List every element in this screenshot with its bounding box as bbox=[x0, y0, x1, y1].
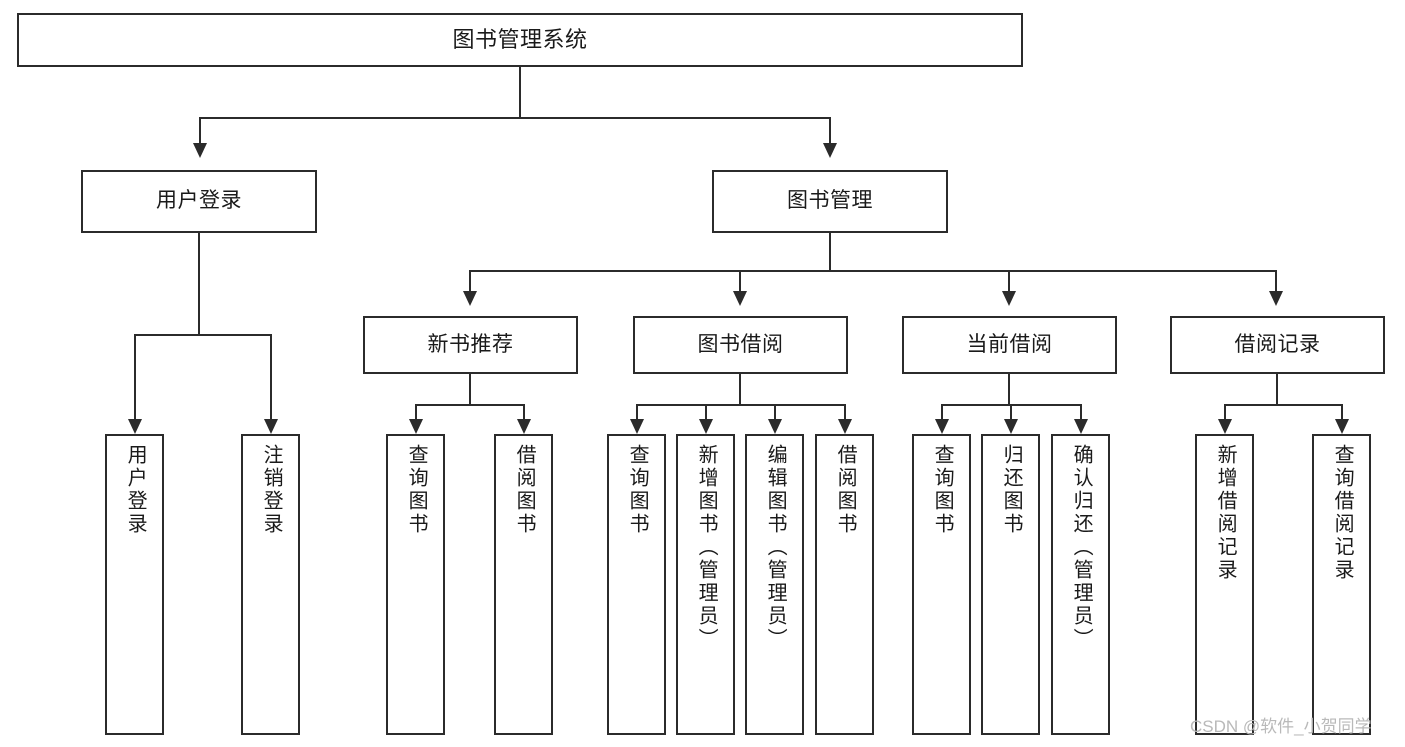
node-leaf-query-book-3-label: 查询图书 bbox=[931, 444, 954, 536]
arrow-to-leaf-return-book bbox=[1004, 419, 1018, 434]
edge-bb-drop-2 bbox=[705, 404, 707, 420]
arrow-to-leaf-borrow-book-1 bbox=[517, 419, 531, 434]
node-user-login[interactable]: 用户登录 bbox=[81, 170, 317, 233]
node-user-login-label: 用户登录 bbox=[156, 189, 242, 213]
node-leaf-query-book-1-label: 查询图书 bbox=[405, 444, 428, 536]
arrow-to-leaf-logout bbox=[264, 419, 278, 434]
edge-root-drop-left bbox=[199, 117, 201, 145]
arrow-to-leaf-add-book bbox=[699, 419, 713, 434]
edge-user-login-bar bbox=[134, 334, 271, 336]
node-leaf-borrow-book-1[interactable]: 借阅图书 bbox=[494, 434, 553, 735]
edge-user-login-stem bbox=[198, 233, 200, 335]
node-leaf-edit-book[interactable]: 编辑图书（管理员） bbox=[745, 434, 804, 735]
node-leaf-borrow-book-1-label: 借阅图书 bbox=[513, 444, 536, 536]
edge-br-drop-1 bbox=[1224, 404, 1226, 420]
edge-root-drop-right bbox=[829, 117, 831, 145]
arrow-to-leaf-borrow-book-2 bbox=[838, 419, 852, 434]
edge-cb-stem bbox=[1008, 374, 1010, 406]
node-leaf-borrow-book-2-label: 借阅图书 bbox=[834, 444, 857, 536]
arrow-to-leaf-edit-book bbox=[768, 419, 782, 434]
node-leaf-query-book-2-label: 查询图书 bbox=[626, 444, 649, 536]
edge-nbr-bar bbox=[415, 404, 525, 406]
node-new-book-recommend[interactable]: 新书推荐 bbox=[363, 316, 578, 374]
node-leaf-add-book[interactable]: 新增图书（管理员） bbox=[676, 434, 735, 735]
node-leaf-query-book-3[interactable]: 查询图书 bbox=[912, 434, 971, 735]
arrow-to-current-borrow bbox=[1002, 291, 1016, 306]
arrow-to-leaf-query-record bbox=[1335, 419, 1349, 434]
node-leaf-logout-label: 注销登录 bbox=[260, 444, 283, 536]
node-leaf-confirm-return-label: 确认归还（管理员） bbox=[1070, 444, 1093, 651]
arrow-to-book-borrow bbox=[733, 291, 747, 306]
node-leaf-return-book[interactable]: 归还图书 bbox=[981, 434, 1040, 735]
edge-nbr-drop-2 bbox=[523, 404, 525, 420]
node-new-book-recommend-label: 新书推荐 bbox=[427, 332, 514, 356]
edge-cb-drop-2 bbox=[1010, 404, 1012, 420]
arrow-to-leaf-user-login bbox=[128, 419, 142, 434]
edge-nbr-drop-1 bbox=[415, 404, 417, 420]
arrow-to-leaf-query-book-3 bbox=[935, 419, 949, 434]
edge-bm-drop-3 bbox=[1008, 270, 1010, 292]
arrow-to-book-management bbox=[823, 143, 837, 158]
edge-user-login-drop-2 bbox=[270, 334, 272, 420]
edge-user-login-drop-1 bbox=[134, 334, 136, 420]
node-current-borrow-label: 当前借阅 bbox=[966, 332, 1053, 356]
edge-bm-drop-1 bbox=[469, 270, 471, 292]
node-root-label: 图书管理系统 bbox=[452, 27, 588, 53]
edge-cb-drop-1 bbox=[941, 404, 943, 420]
edge-bm-drop-2 bbox=[739, 270, 741, 292]
node-leaf-confirm-return[interactable]: 确认归还（管理员） bbox=[1051, 434, 1110, 735]
arrow-to-leaf-add-record bbox=[1218, 419, 1232, 434]
node-book-management[interactable]: 图书管理 bbox=[712, 170, 948, 233]
edge-nbr-stem bbox=[469, 374, 471, 406]
edge-bb-drop-3 bbox=[774, 404, 776, 420]
edge-br-bar bbox=[1224, 404, 1343, 406]
node-leaf-query-book-1[interactable]: 查询图书 bbox=[386, 434, 445, 735]
node-book-management-label: 图书管理 bbox=[787, 189, 873, 213]
node-borrow-record-label: 借阅记录 bbox=[1234, 332, 1321, 356]
edge-bb-drop-1 bbox=[636, 404, 638, 420]
node-book-borrow[interactable]: 图书借阅 bbox=[633, 316, 848, 374]
arrow-to-user-login bbox=[193, 143, 207, 158]
node-leaf-user-login-label: 用户登录 bbox=[124, 444, 147, 536]
edge-br-stem bbox=[1276, 374, 1278, 406]
node-leaf-borrow-book-2[interactable]: 借阅图书 bbox=[815, 434, 874, 735]
edge-bb-bar bbox=[636, 404, 846, 406]
arrow-to-leaf-query-book-2 bbox=[630, 419, 644, 434]
edge-bb-drop-4 bbox=[844, 404, 846, 420]
edge-root-bar bbox=[199, 117, 831, 119]
node-leaf-logout[interactable]: 注销登录 bbox=[241, 434, 300, 735]
edge-book-management-bar bbox=[469, 270, 1277, 272]
arrow-to-borrow-record bbox=[1269, 291, 1283, 306]
edge-bm-drop-4 bbox=[1275, 270, 1277, 292]
node-leaf-add-record[interactable]: 新增借阅记录 bbox=[1195, 434, 1254, 735]
node-current-borrow[interactable]: 当前借阅 bbox=[902, 316, 1117, 374]
arrow-to-leaf-confirm-return bbox=[1074, 419, 1088, 434]
arrow-to-leaf-query-book-1 bbox=[409, 419, 423, 434]
edge-book-management-stem bbox=[829, 233, 831, 272]
node-leaf-user-login[interactable]: 用户登录 bbox=[105, 434, 164, 735]
node-leaf-return-book-label: 归还图书 bbox=[1000, 444, 1023, 536]
node-leaf-add-record-label: 新增借阅记录 bbox=[1214, 444, 1237, 582]
node-root[interactable]: 图书管理系统 bbox=[17, 13, 1023, 67]
edge-root-stem bbox=[519, 67, 521, 118]
node-leaf-query-record-label: 查询借阅记录 bbox=[1331, 444, 1354, 582]
edge-bb-stem bbox=[739, 374, 741, 406]
node-leaf-query-book-2[interactable]: 查询图书 bbox=[607, 434, 666, 735]
node-book-borrow-label: 图书借阅 bbox=[697, 332, 784, 356]
node-leaf-edit-book-label: 编辑图书（管理员） bbox=[764, 444, 787, 651]
node-leaf-add-book-label: 新增图书（管理员） bbox=[695, 444, 718, 651]
edge-cb-drop-3 bbox=[1080, 404, 1082, 420]
edge-br-drop-2 bbox=[1341, 404, 1343, 420]
arrow-to-new-book-recommend bbox=[463, 291, 477, 306]
node-leaf-query-record[interactable]: 查询借阅记录 bbox=[1312, 434, 1371, 735]
node-borrow-record[interactable]: 借阅记录 bbox=[1170, 316, 1385, 374]
